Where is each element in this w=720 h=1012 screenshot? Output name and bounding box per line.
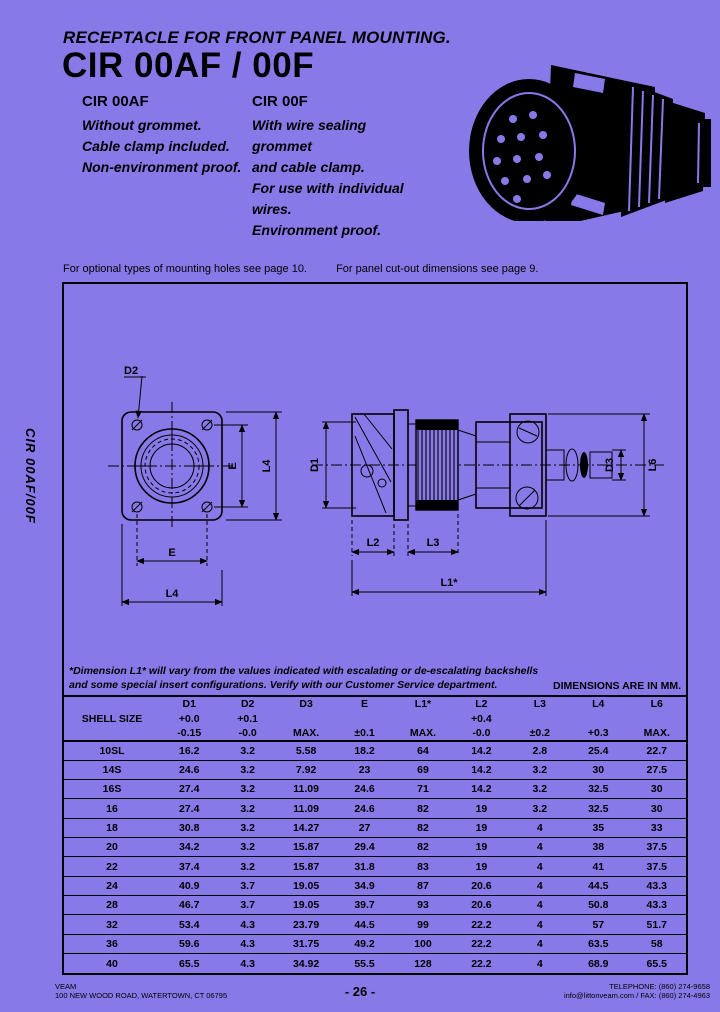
tolerance-plus-row: SHELL SIZE+0.0+0.1+0.4 <box>81 712 492 725</box>
variant-description: With wire sealing grommet and cable clam… <box>252 117 404 238</box>
dim-label-l4-vertical: L4 <box>261 459 273 473</box>
dim-label-l6: L6 <box>647 459 659 472</box>
side-tab-label: CIR 00AF/00F <box>23 428 38 524</box>
dim-label-l1: L1* <box>440 577 458 589</box>
technical-drawing: D2 E L4 E <box>108 365 664 606</box>
company-name: VEAM <box>55 982 77 991</box>
variant-name: CIR 00AF <box>82 93 149 110</box>
variant-name: CIR 00F <box>252 93 308 110</box>
dim-label-e-vertical: E <box>227 462 239 469</box>
variant-cir00af: CIR 00AF Without grommet. Cable clamp in… <box>82 93 250 241</box>
connector-photo <box>469 65 711 221</box>
page-title: CIR 00AF / 00F <box>62 46 315 85</box>
dim-label-d1: D1 <box>309 458 321 472</box>
note-line-1: *Dimension L1* will vary from the values… <box>69 665 539 677</box>
phone-line: TELEPHONE: (860) 274-9658 <box>609 982 710 991</box>
side-view: D1 <box>309 409 664 596</box>
variant-description: Without grommet. Cable clamp included. N… <box>82 117 242 175</box>
front-view: D2 E L4 E <box>108 365 282 606</box>
mounting-holes-ref: For optional types of mounting holes see… <box>63 263 307 275</box>
page-footer: VEAM 100 NEW WOOD ROAD, WATERTOWN, CT 06… <box>0 982 720 1008</box>
page-tagline: RECEPTACLE FOR FRONT PANEL MOUNTING. <box>63 28 451 47</box>
page-number: - 26 - <box>344 984 376 999</box>
dim-label-d3: D3 <box>604 458 616 472</box>
dim-label-e-horizontal: E <box>168 547 175 559</box>
dim-label-l4-horizontal: L4 <box>166 588 180 600</box>
note-line-2: and some special insert configurations. … <box>69 679 498 691</box>
dimension-box: D2 E L4 E <box>62 282 688 975</box>
variant-descriptions: CIR 00AF Without grommet. Cable clamp in… <box>82 93 442 241</box>
dimension-note: *Dimension L1* will vary from the values… <box>64 654 686 695</box>
units-note: DIMENSIONS ARE IN MM. <box>553 680 681 692</box>
variant-cir00f: CIR 00F With wire sealing grommet and ca… <box>252 93 420 241</box>
email-fax-line: info@littonveam.com / FAX: (860) 274-496… <box>563 991 710 1000</box>
page-references: For optional types of mounting holes see… <box>63 263 538 275</box>
dim-label-d2: D2 <box>124 365 138 377</box>
company-address: 100 NEW WOOD ROAD, WATERTOWN, CT 06795 <box>55 991 228 1000</box>
dim-label-l3: L3 <box>427 537 440 549</box>
dim-label-l2: L2 <box>367 537 380 549</box>
panel-cutout-ref: For panel cut-out dimensions see page 9. <box>336 263 539 275</box>
